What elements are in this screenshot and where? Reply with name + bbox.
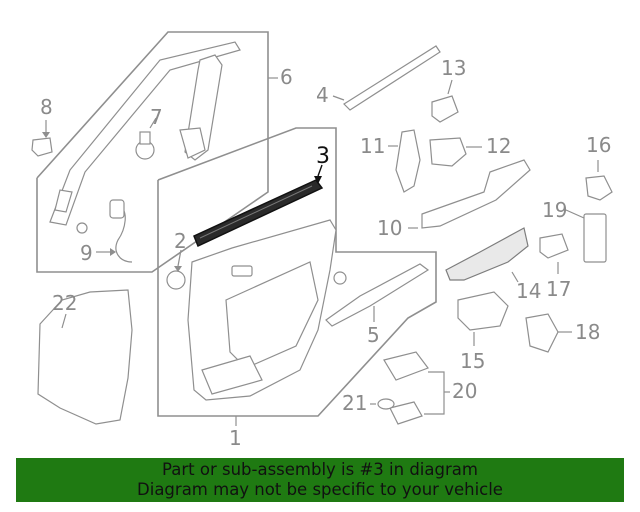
bulb-part-21 bbox=[370, 398, 395, 410]
bracket-part-18 bbox=[525, 313, 572, 353]
banner-line-1: Part or sub-assembly is #3 in diagram bbox=[162, 460, 478, 479]
callout-9: 9 bbox=[80, 241, 93, 265]
garnish-part-4 bbox=[332, 45, 441, 111]
callout-4: 4 bbox=[316, 83, 329, 107]
callout-8: 8 bbox=[40, 95, 53, 119]
clip-part-2 bbox=[166, 249, 186, 290]
switch-panel-part-14 bbox=[445, 227, 529, 283]
callout-12: 12 bbox=[486, 134, 511, 158]
insulator-part-22 bbox=[37, 289, 133, 425]
clip-part-7 bbox=[135, 117, 157, 160]
callout-20: 20 bbox=[452, 379, 477, 403]
window-switch-part-15 bbox=[457, 291, 509, 346]
clip-part-8 bbox=[31, 120, 53, 157]
door-trim-group-frame bbox=[157, 127, 437, 426]
fitment-banner: Part or sub-assembly is #3 in diagram Di… bbox=[16, 458, 624, 502]
courtesy-light-part-20 bbox=[383, 351, 450, 425]
switch-part-16 bbox=[585, 160, 613, 201]
door-trim-panel bbox=[187, 219, 337, 401]
callout-13: 13 bbox=[441, 56, 466, 80]
control-module-part-19 bbox=[565, 209, 607, 263]
switch-part-17 bbox=[539, 233, 569, 274]
callout-16: 16 bbox=[586, 133, 611, 157]
callout-15: 15 bbox=[460, 349, 485, 373]
sash-trim-part bbox=[49, 41, 241, 226]
screw-part bbox=[333, 271, 347, 285]
banner-line-2: Diagram may not be specific to your vehi… bbox=[137, 480, 503, 499]
armrest-trim-part-5 bbox=[325, 263, 430, 327]
callout-17: 17 bbox=[546, 277, 571, 301]
callout-3: 3 bbox=[316, 144, 330, 169]
callout-18: 18 bbox=[575, 320, 600, 344]
callout-7: 7 bbox=[150, 105, 163, 129]
callout-22: 22 bbox=[52, 291, 77, 315]
harness-part-9 bbox=[76, 199, 133, 263]
callout-5: 5 bbox=[367, 323, 380, 347]
callout-2: 2 bbox=[174, 229, 187, 253]
callout-21: 21 bbox=[342, 391, 367, 415]
callout-11: 11 bbox=[360, 134, 385, 158]
inner-weatherstrip-part-3 bbox=[193, 164, 324, 248]
callout-14: 14 bbox=[516, 279, 541, 303]
parts-diagram: 1 2 3 4 5 6 7 8 9 10 11 12 13 14 15 16 1… bbox=[31, 31, 613, 450]
pull-handle-part-10 bbox=[408, 159, 531, 229]
callout-10: 10 bbox=[377, 216, 402, 240]
handle-bezel-part-12 bbox=[429, 137, 482, 167]
callout-6: 6 bbox=[280, 65, 293, 89]
sash-trim-group-frame bbox=[36, 31, 278, 273]
inner-handle-part-11 bbox=[388, 129, 421, 193]
cover-part-13 bbox=[431, 79, 459, 123]
callout-1: 1 bbox=[229, 426, 242, 450]
callout-19: 19 bbox=[542, 198, 567, 222]
